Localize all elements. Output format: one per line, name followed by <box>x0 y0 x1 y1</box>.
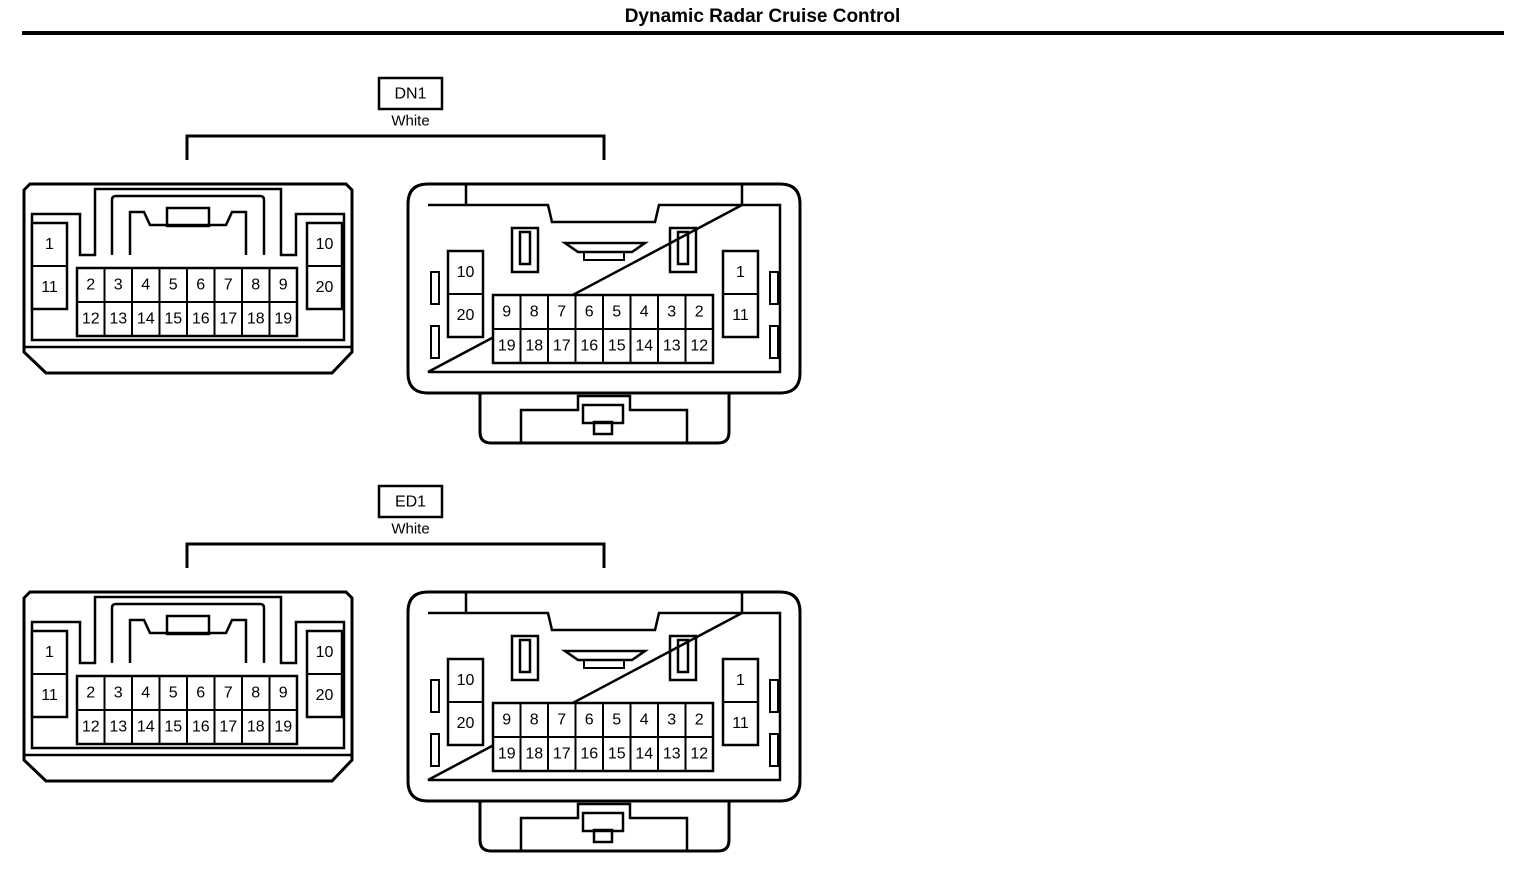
pin-number: 18 <box>525 746 543 763</box>
pin-number: 7 <box>224 277 233 294</box>
connector-code-box <box>377 484 444 519</box>
pin-number: 13 <box>663 746 681 763</box>
pin-number: 20 <box>457 307 475 324</box>
pin-number: 14 <box>635 746 653 763</box>
pin-number: 5 <box>169 685 178 702</box>
pin-number: 12 <box>82 719 100 736</box>
connector-bracket <box>185 134 606 160</box>
pin-number: 10 <box>316 644 334 661</box>
pin-number: 19 <box>274 311 292 328</box>
pin-number: 3 <box>114 685 123 702</box>
pin-number: 11 <box>732 307 749 324</box>
pin-number: 19 <box>274 719 292 736</box>
pin-number: 4 <box>640 712 649 729</box>
pin-number: 19 <box>498 746 516 763</box>
pin-number: 8 <box>251 277 260 294</box>
pin-number: 1 <box>45 644 54 661</box>
pin-number: 1 <box>736 264 745 281</box>
pin-number: 19 <box>498 338 516 355</box>
pin-number: 17 <box>553 338 571 355</box>
connector-code: ED1 <box>395 494 426 511</box>
pin-number: 10 <box>457 264 475 281</box>
connector-color: White <box>391 113 429 130</box>
pin-number: 9 <box>502 304 511 321</box>
pin-number: 15 <box>608 746 626 763</box>
pin-number: 16 <box>192 719 210 736</box>
pin-number: 13 <box>109 719 127 736</box>
pin-number: 17 <box>219 719 237 736</box>
pin-number: 13 <box>109 311 127 328</box>
pin-number: 8 <box>530 304 539 321</box>
pin-number: 9 <box>279 685 288 702</box>
pin-number: 2 <box>695 712 704 729</box>
pin-number: 10 <box>316 236 334 253</box>
pin-number: 18 <box>525 338 543 355</box>
pin-number: 9 <box>279 277 288 294</box>
pin-number: 12 <box>82 311 100 328</box>
pin-number: 3 <box>114 277 123 294</box>
pin-number: 5 <box>612 304 621 321</box>
pin-number: 12 <box>690 746 708 763</box>
pin-number: 13 <box>663 338 681 355</box>
pin-number: 3 <box>667 304 676 321</box>
pin-number: 1 <box>736 672 745 689</box>
pin-number: 5 <box>169 277 178 294</box>
pin-number: 4 <box>640 304 649 321</box>
connector-code-box <box>377 76 444 111</box>
connector-bracket <box>185 542 606 568</box>
pin-number: 18 <box>247 719 265 736</box>
pin-number: 7 <box>557 304 566 321</box>
pin-number: 4 <box>141 685 150 702</box>
connector-code: DN1 <box>394 86 426 103</box>
pin-number: 14 <box>635 338 653 355</box>
pin-number: 11 <box>41 687 58 704</box>
pin-number: 11 <box>732 715 749 732</box>
pin-number: 6 <box>196 277 205 294</box>
pin-number: 2 <box>86 277 95 294</box>
pin-number: 3 <box>667 712 676 729</box>
pin-number: 20 <box>457 715 475 732</box>
pin-number: 20 <box>316 279 334 296</box>
pin-number: 1 <box>45 236 54 253</box>
pin-number: 16 <box>580 338 598 355</box>
pin-number: 8 <box>251 685 260 702</box>
pin-number: 14 <box>137 311 155 328</box>
pin-number: 9 <box>502 712 511 729</box>
pin-number: 12 <box>690 338 708 355</box>
connector-color: White <box>391 521 429 538</box>
pin-number: 6 <box>585 304 594 321</box>
pin-number: 15 <box>164 719 182 736</box>
pin-number: 10 <box>457 672 475 689</box>
pin-number: 2 <box>86 685 95 702</box>
title-rule <box>22 31 1504 35</box>
pin-number: 17 <box>553 746 571 763</box>
pin-number: 18 <box>247 311 265 328</box>
pin-number: 15 <box>608 338 626 355</box>
pin-number: 8 <box>530 712 539 729</box>
pin-number: 5 <box>612 712 621 729</box>
pin-number: 7 <box>557 712 566 729</box>
pin-number: 11 <box>41 279 58 296</box>
pin-number: 17 <box>219 311 237 328</box>
page-title: Dynamic Radar Cruise Control <box>624 6 901 27</box>
pin-number: 16 <box>580 746 598 763</box>
pin-number: 14 <box>137 719 155 736</box>
pin-number: 15 <box>164 311 182 328</box>
pin-number: 4 <box>141 277 150 294</box>
pin-number: 6 <box>585 712 594 729</box>
pin-number: 20 <box>316 687 334 704</box>
pin-number: 16 <box>192 311 210 328</box>
pin-number: 6 <box>196 685 205 702</box>
pin-number: 2 <box>695 304 704 321</box>
pin-number: 7 <box>224 685 233 702</box>
